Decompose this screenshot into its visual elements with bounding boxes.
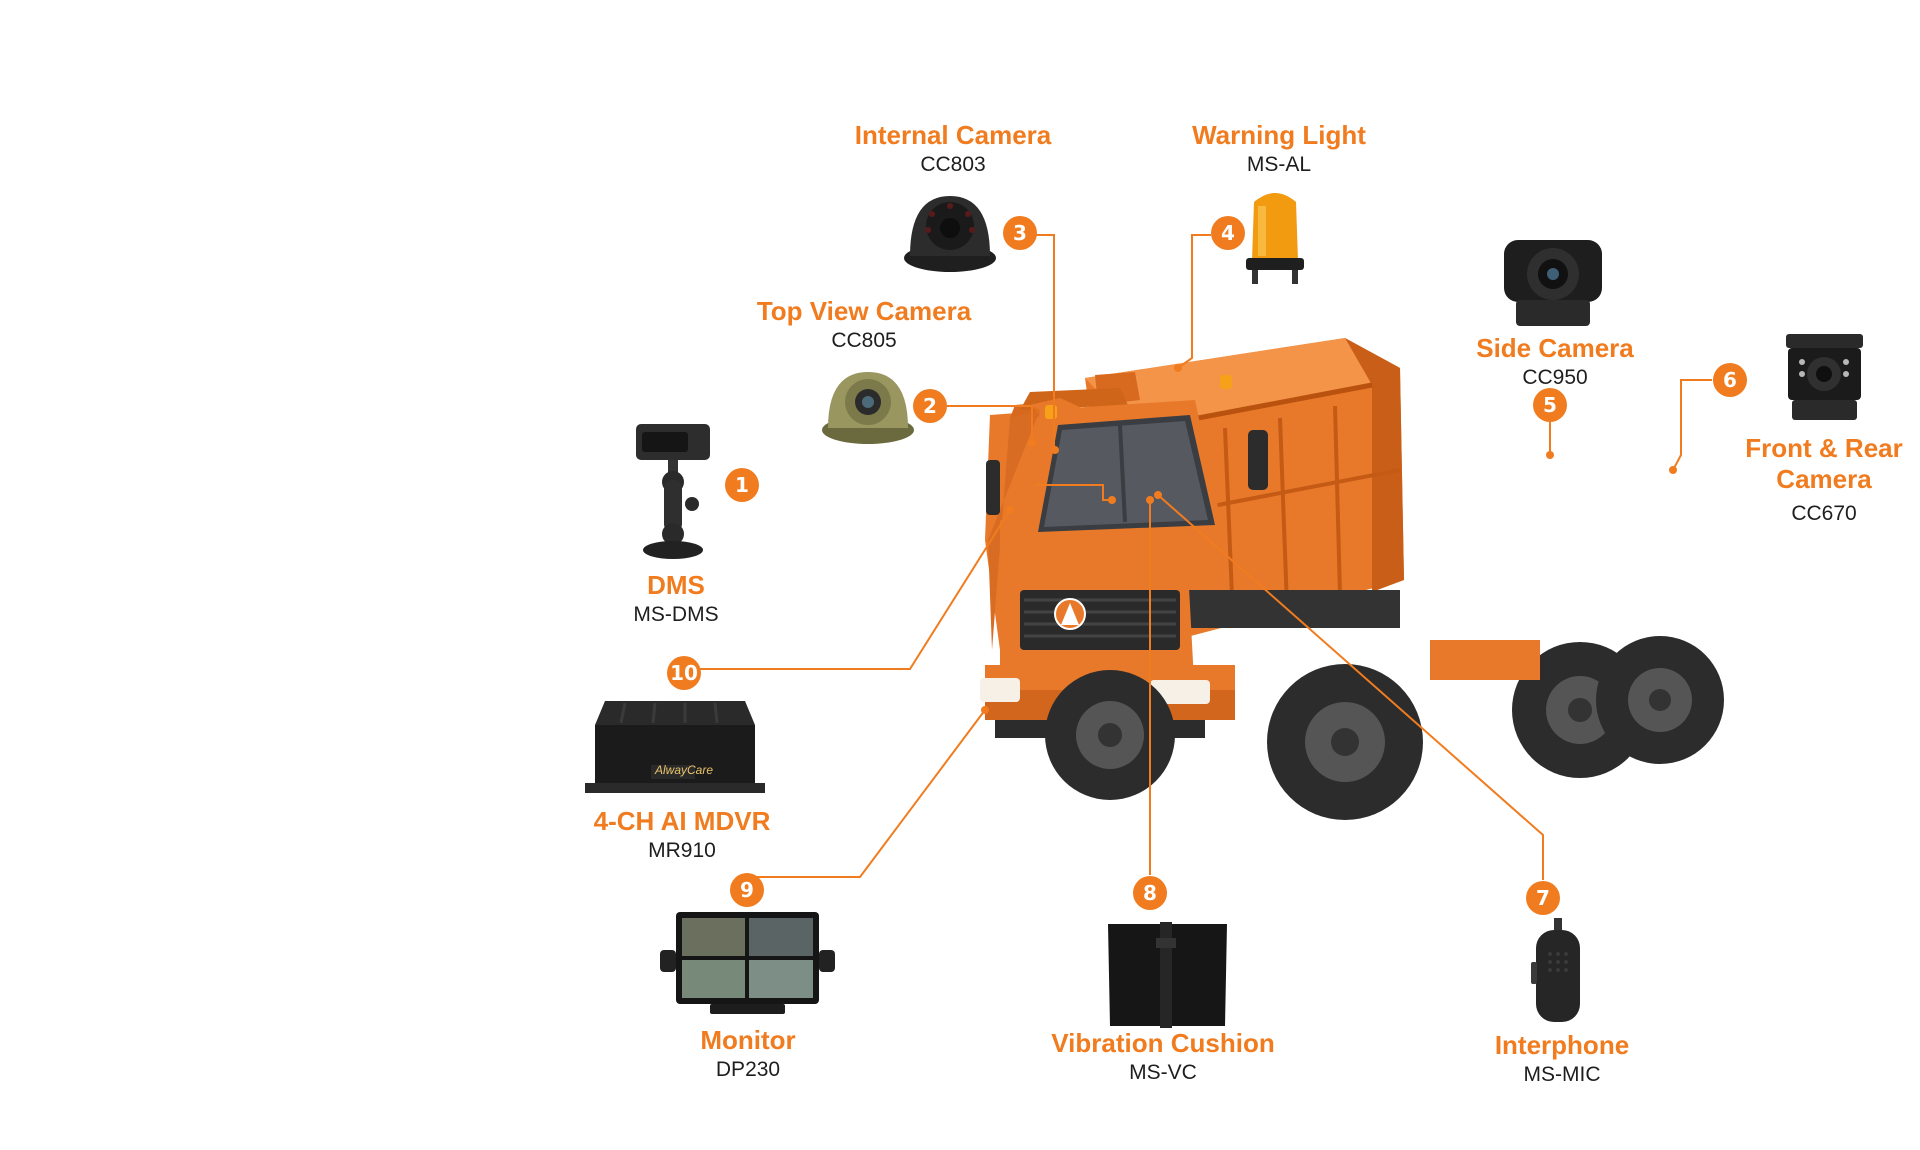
microphone-icon	[1531, 918, 1580, 1022]
label-front-rear-camera: Front & Rear Camera CC670	[1745, 433, 1902, 527]
connector-lines	[684, 234, 1712, 880]
label-monitor: Monitor DP230	[700, 1025, 795, 1082]
label-warning-light: Warning Light MS-AL	[1192, 120, 1366, 177]
badge-vibration-cushion: 8	[1133, 876, 1167, 910]
component-model: CC805	[831, 328, 897, 352]
mdvr-box-icon: AlwayCare	[585, 695, 765, 805]
beacon-light-icon	[1246, 193, 1304, 284]
component-name: Monitor	[700, 1025, 796, 1055]
badge-mdvr: 10	[667, 656, 701, 690]
label-top-view-camera: Top View Camera CC805	[757, 296, 971, 353]
side-camera-icon	[1504, 240, 1602, 326]
label-interphone: Interphone MS-MIC	[1495, 1030, 1629, 1087]
component-name: Top View Camera	[756, 296, 972, 326]
mdvr-brand-text: AlwayCare	[655, 763, 714, 777]
component-model: CC670	[1791, 502, 1857, 526]
component-name-line-1: Front & Rear	[1745, 433, 1903, 463]
component-name: Internal Camera	[854, 120, 1052, 150]
component-name: Vibration Cushion	[1051, 1028, 1275, 1058]
badge-monitor: 9	[730, 873, 764, 907]
badge-dms: 1	[725, 468, 759, 502]
component-model: MS-AL	[1246, 152, 1312, 176]
badge-front-rear-camera: 6	[1713, 363, 1747, 397]
component-name: DMS	[647, 570, 705, 600]
component-model: MR910	[648, 838, 716, 862]
component-name: Warning Light	[1192, 120, 1366, 150]
component-model: MS-MIC	[1523, 1062, 1601, 1086]
badge-interphone: 7	[1526, 881, 1560, 915]
badge-top-view-camera: 2	[913, 389, 947, 423]
dms-camera-icon	[636, 424, 710, 559]
wheels	[1045, 636, 1724, 820]
badge-side-camera: 5	[1533, 388, 1567, 422]
label-mdvr: 4-CH AI MDVR MR910	[594, 806, 771, 863]
component-model: MS-VC	[1129, 1060, 1197, 1084]
rear-camera-icon	[1786, 334, 1863, 420]
label-side-camera: Side Camera CC950	[1476, 333, 1634, 390]
badge-internal-camera: 3	[1003, 216, 1037, 250]
label-vibration-cushion: Vibration Cushion MS-VC	[1051, 1028, 1274, 1085]
badge-warning-light: 4	[1211, 216, 1245, 250]
cushion-icon	[1108, 922, 1227, 1028]
component-model: MS-DMS	[633, 602, 719, 626]
label-dms: DMS MS-DMS	[633, 570, 718, 627]
component-model: CC803	[920, 152, 986, 176]
component-name: Interphone	[1494, 1030, 1630, 1060]
dome-camera-black-icon	[904, 196, 996, 272]
dome-camera-olive-icon	[822, 372, 914, 444]
component-model: CC950	[1522, 365, 1588, 389]
component-name: Side Camera	[1476, 333, 1634, 363]
monitor-icon	[660, 912, 835, 1014]
component-model: DP230	[715, 1057, 781, 1081]
component-name: 4-CH AI MDVR	[593, 806, 771, 836]
component-name-line-2: Camera	[1776, 463, 1872, 494]
label-internal-camera: Internal Camera CC803	[855, 120, 1052, 177]
